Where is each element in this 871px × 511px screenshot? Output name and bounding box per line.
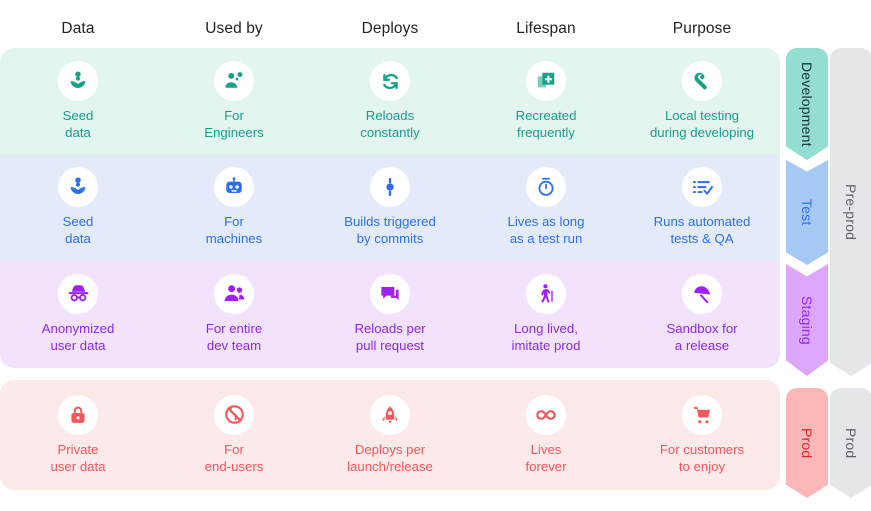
cell-test-data: Seed data [0,167,156,248]
cell-staging-used-by: For entire dev team [156,273,312,355]
cell-dev-lifespan: Recreated frequently [468,61,624,142]
cell-staging-deploys: Reloads per pull request [312,273,468,355]
cell-label: Sandbox for a release [666,320,738,353]
cell-test-used-by: For machines [156,167,312,248]
cell-label: Deploys per launch/release [347,441,433,474]
engineer-icon [214,61,254,102]
wrench-icon [682,61,722,102]
stage-ribbon-staging[interactable]: Staging [786,264,828,376]
stopwatch-icon [526,167,566,208]
column-header-row: Data Used by Deploys Lifespan Purpose [0,10,780,48]
cell-label: Seed data [62,108,94,140]
add-copy-icon [526,61,566,102]
column-header-lifespan: Lifespan [516,20,576,37]
group-column-label: Prod [843,427,859,459]
robot-icon [214,167,254,208]
infinity-icon [526,394,566,435]
cell-label: For customers to enjoy [659,441,745,474]
cell-label: For end-users [204,441,264,474]
seedling-icon [58,61,98,102]
shopping-cart-icon [682,394,722,435]
row-prod: Private user data For end-users [0,380,780,490]
cell-staging-lifespan: Long lived, imitate prod [468,273,624,355]
people-group-icon [214,273,254,314]
cell-label: For Engineers [204,108,264,140]
cell-prod-deploys: Deploys per launch/release [312,394,468,476]
refresh-icon [370,61,410,102]
group-column-prod: Prod [830,388,871,498]
cell-label: Local testing during developing [649,108,755,140]
cell-label: Reloads constantly [360,108,420,140]
stage-ribbon-test[interactable]: Test [786,160,828,265]
row-development: Seed data For Engineers [0,48,780,155]
stage-ribbon-prod[interactable]: Prod [786,388,828,498]
cell-prod-lifespan: Lives forever [468,394,624,476]
cell-label: Seed data [62,214,94,246]
column-header-deploys: Deploys [361,20,419,37]
chat-bubbles-icon [370,273,410,314]
column-header-data: Data [61,20,95,37]
cell-label: For machines [205,214,263,246]
elderly-walk-icon [526,273,566,314]
cell-prod-used-by: For end-users [156,394,312,476]
cell-dev-purpose: Local testing during developing [624,61,780,142]
cell-prod-purpose: For customers to enjoy [624,394,780,476]
group-column-pre-prod: Pre-prod [830,48,871,376]
cell-prod-data: Private user data [0,394,156,476]
cell-test-deploys: Builds triggered by commits [312,167,468,248]
cell-label: Reloads per pull request [354,320,426,353]
cell-label: For entire dev team [205,320,263,353]
stage-ribbon-development[interactable]: Development [786,48,828,160]
stage-ribbon-label: Staging [799,295,815,345]
cell-label: Lives as long as a test run [507,214,585,246]
environment-rows: Seed data For Engineers [0,48,780,490]
lock-icon [58,394,98,435]
cell-label: Anonymized user data [41,320,115,353]
incognito-icon [58,273,98,314]
row-test: Seed data For machines [0,155,780,260]
cell-dev-used-by: For Engineers [156,61,312,142]
cell-label: Runs automated tests & QA [653,214,751,246]
seedling-icon [58,167,98,208]
cell-dev-deploys: Reloads constantly [312,61,468,142]
cell-staging-data: Anonymized user data [0,273,156,355]
cell-label: Builds triggered by commits [344,214,436,246]
cell-label: Lives forever [525,441,567,474]
stage-ribbon-label: Development [799,61,815,147]
globe-block-icon [214,394,254,435]
rocket-icon [370,394,410,435]
cell-label: Long lived, imitate prod [511,320,581,353]
column-header-used-by: Used by [205,20,263,37]
row-staging: Anonymized user data For entire dev team [0,260,780,368]
stage-ribbon-label: Prod [799,427,815,459]
cell-label: Recreated frequently [515,108,577,140]
cell-dev-data: Seed data [0,61,156,142]
stage-ribbon-label: Test [799,199,815,226]
umbrella-icon [682,273,722,314]
commit-icon [370,167,410,208]
column-header-purpose: Purpose [672,20,732,37]
cell-staging-purpose: Sandbox for a release [624,273,780,355]
checklist-icon [682,167,722,208]
cell-label: Private user data [50,441,106,474]
cell-test-purpose: Runs automated tests & QA [624,167,780,248]
group-column-label: Pre-prod [843,183,859,241]
cell-test-lifespan: Lives as long as a test run [468,167,624,248]
